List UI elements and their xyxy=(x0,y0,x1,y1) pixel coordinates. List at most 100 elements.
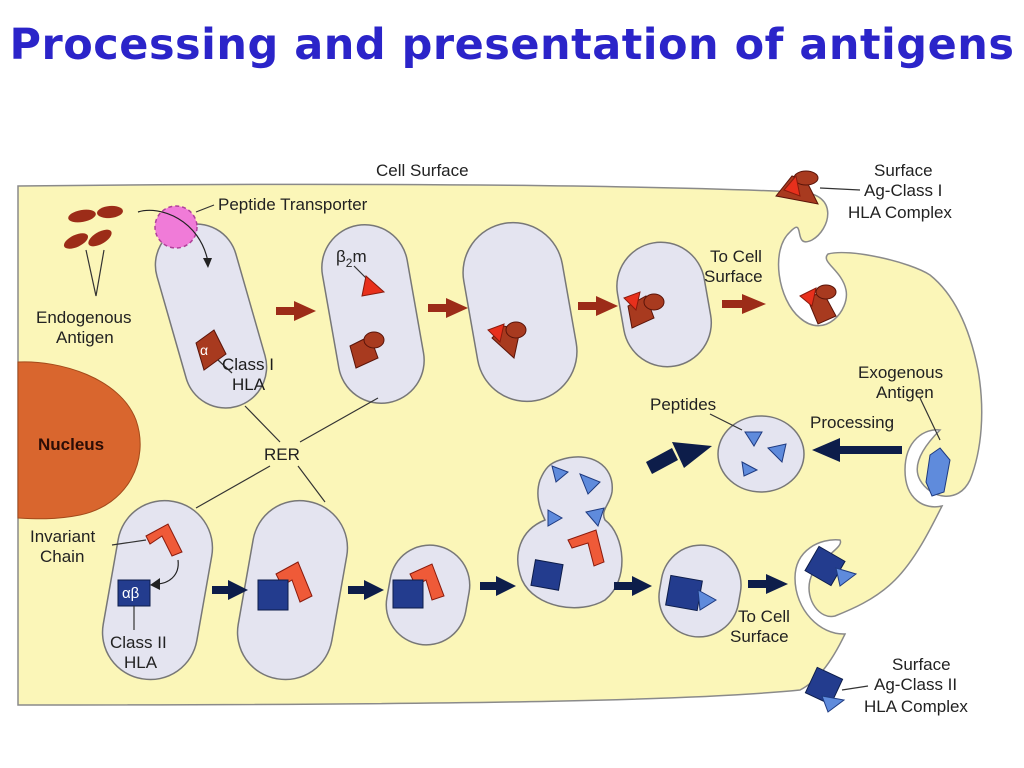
peptides-vesicle xyxy=(717,415,805,493)
rer-line xyxy=(244,405,281,443)
alpha-symbol: α xyxy=(200,342,208,358)
b2m-label: β2m xyxy=(336,247,367,270)
class2-molecule xyxy=(665,574,703,612)
endogenous-label-line2: Antigen xyxy=(56,328,114,347)
surface-class1-pointer xyxy=(819,187,861,191)
class1-peptide xyxy=(783,174,801,197)
peptide-fragment xyxy=(547,509,564,527)
exogenous-antigen xyxy=(925,447,951,497)
endogenous-label-line1: Endogenous xyxy=(36,308,131,327)
class2-vesicle-2 xyxy=(236,499,349,681)
class1-label-line2: HLA xyxy=(232,375,266,394)
transporter-arrow xyxy=(137,209,209,263)
surface-class1-label-line1: Surface xyxy=(874,161,933,180)
rer-line xyxy=(299,397,379,443)
class1-peptide xyxy=(799,287,817,307)
peptide-fragment xyxy=(744,431,763,447)
invariant-chain xyxy=(567,529,605,567)
class2-alpha-beta xyxy=(117,579,151,607)
alpha-beta-symbol: αβ xyxy=(122,585,140,602)
arrow-bottom-2 xyxy=(348,580,384,600)
class2-vesicle-3 xyxy=(385,544,471,646)
peptide-fragment xyxy=(551,465,569,483)
arrow-bottom-3 xyxy=(480,576,516,596)
b2m-molecule xyxy=(361,275,386,297)
processing-label: Processing xyxy=(810,413,894,432)
class1-peptide xyxy=(623,291,641,311)
class1-complex-top xyxy=(815,284,837,300)
class1-pointer xyxy=(217,359,233,374)
class2-peptide xyxy=(821,695,846,713)
class2-peptide xyxy=(835,567,858,587)
endogenous-antigen xyxy=(88,229,112,247)
surface-class1-label-line3: HLA Complex xyxy=(848,203,952,222)
class2-label-line1: Class II xyxy=(110,633,167,652)
arrow-bottom-4 xyxy=(614,576,652,596)
rer-line xyxy=(195,465,271,509)
class2-label-line2: HLA xyxy=(124,653,158,672)
arrow-top-3 xyxy=(578,296,618,316)
exogenous-label-line1: Exogenous xyxy=(858,363,943,382)
surface-class2-pointer xyxy=(841,685,869,691)
peptide-fragment xyxy=(741,461,759,477)
page-title: Processing and presentation of antigens xyxy=(9,20,1015,70)
arrow-bottom-5 xyxy=(748,574,788,594)
surface-class2-label-line3: HLA Complex xyxy=(864,697,968,716)
peptides-label: Peptides xyxy=(650,395,716,414)
peptide-fragment xyxy=(585,507,605,527)
class2-vesicle-1 xyxy=(101,499,214,681)
rer-label: RER xyxy=(264,445,300,464)
invariant-assembly-arrowhead xyxy=(150,578,160,590)
transporter-arrowhead xyxy=(203,258,212,268)
to-cell-surface-top-line2: Surface xyxy=(704,267,763,286)
rer-line xyxy=(297,465,326,503)
class1-peptide xyxy=(487,323,505,343)
invariant-label-line1: Invariant xyxy=(30,527,95,546)
peptides-pointer xyxy=(709,413,743,431)
invariant-pointer xyxy=(111,539,147,546)
to-cell-surface-bottom-line1: To Cell xyxy=(738,607,790,626)
golgi-vesicle-1 xyxy=(462,221,578,403)
rer-vesicle-2 xyxy=(321,223,425,405)
class1-complex-top xyxy=(505,321,527,339)
nucleus-label: Nucleus xyxy=(38,435,104,454)
class1-alpha-chain xyxy=(195,329,227,371)
to-cell-surface-bottom-line2: Surface xyxy=(730,627,789,646)
peptides-to-fusion-arrow xyxy=(646,442,712,474)
b2m-pointer xyxy=(353,265,367,279)
processing-arrow xyxy=(812,438,902,462)
peptide-transporter xyxy=(154,205,198,249)
golgi-vesicle-2 xyxy=(616,241,713,368)
to-cell-surface-top-line1: To Cell xyxy=(710,247,762,266)
invariant-chain xyxy=(145,523,183,557)
exogenous-pointer xyxy=(919,397,941,441)
surface-class2-label-line1: Surface xyxy=(892,655,951,674)
invariant-label-line2: Chain xyxy=(40,547,84,566)
arrow-top-4 xyxy=(722,294,766,314)
peptide-fragment xyxy=(767,443,787,463)
surface-class2-label-line2: Ag-Class II xyxy=(874,675,957,694)
surface-class2-complex xyxy=(804,666,844,706)
arrow-bottom-1 xyxy=(212,580,248,600)
class2-molecule xyxy=(392,579,424,609)
arrow-top-1 xyxy=(276,301,316,321)
endogenous-antigen xyxy=(68,209,96,223)
class1-label-line1: Class I xyxy=(222,355,274,374)
cell-surface-label: Cell Surface xyxy=(376,161,469,180)
class2-molecule xyxy=(530,559,564,591)
nucleus xyxy=(17,361,141,520)
endogenous-antigen xyxy=(63,233,89,249)
arrow-top-2 xyxy=(428,298,468,318)
surface-class1-label-line2: Ag-Class I xyxy=(864,181,942,200)
class2-molecule xyxy=(257,579,289,611)
exogenous-label-line2: Antigen xyxy=(876,383,934,402)
peptide-fragment xyxy=(579,473,601,495)
transporter-pointer xyxy=(195,204,215,213)
endogenous-antigen xyxy=(97,205,123,219)
endogenous-pointer xyxy=(85,249,105,297)
class2-peptide xyxy=(697,589,717,611)
class1-heavy-chain-top xyxy=(363,331,385,349)
peptide-transporter-label: Peptide Transporter xyxy=(218,195,368,214)
class1-complex-top xyxy=(643,293,665,311)
